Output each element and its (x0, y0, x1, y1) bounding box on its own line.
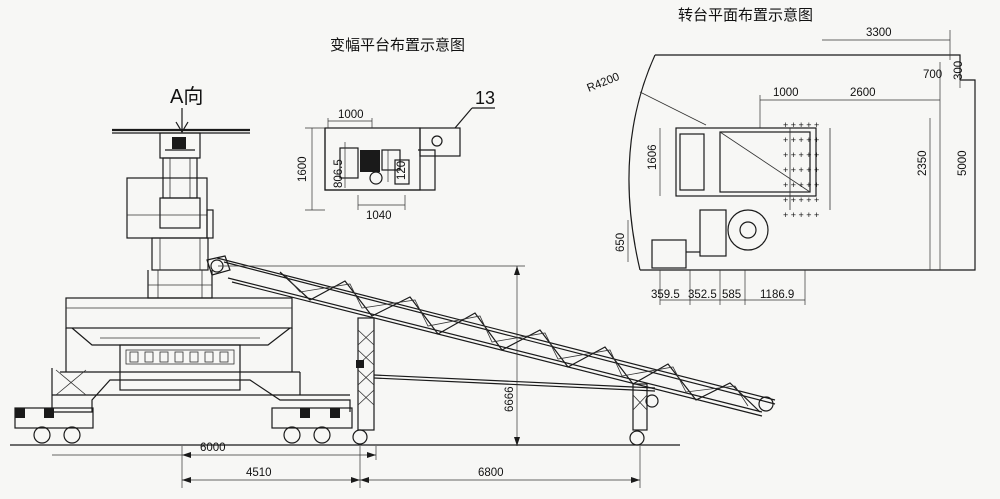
tt-dim-5000: 5000 (957, 150, 969, 176)
luffing-platform-drawing (305, 107, 495, 211)
lp-dim-1000: 1000 (338, 109, 364, 121)
lp-dim-1600: 1600 (297, 156, 309, 182)
conveyor-boom-truss (216, 257, 776, 417)
turntable-plan-title: 转台平面布置示意图 (678, 6, 813, 24)
svg-text:+ + + + +: + + + + + (783, 135, 819, 145)
svg-text:+ + + + +: + + + + + (783, 180, 819, 190)
side-view-dimensions (52, 265, 641, 488)
tt-dim-359-5: 359.5 (651, 289, 680, 301)
view-a-label: A向 (170, 85, 203, 108)
lp-dim-120: 120 (396, 161, 408, 180)
luffing-platform-title: 变幅平台布置示意图 (330, 36, 465, 54)
dim-6800: 6800 (478, 467, 504, 479)
tt-dim-2600: 2600 (850, 87, 876, 99)
tt-dim-1000: 1000 (773, 87, 799, 99)
tt-dim-650: 650 (615, 233, 627, 252)
lp-dim-806-5: 806.5 (333, 159, 345, 188)
boom-middle-support (352, 317, 656, 445)
lp-dim-1040: 1040 (366, 210, 392, 222)
tt-dim-1606: 1606 (647, 144, 659, 170)
boom-tail-support (629, 383, 659, 446)
svg-text:+ + + + +: + + + + + (783, 165, 819, 175)
svg-text:+ + + + +: + + + + + (783, 150, 819, 160)
dim-6000: 6000 (200, 442, 226, 454)
svg-text:+ + + + +: + + + + + (783, 210, 819, 220)
tt-dim-585: 585 (722, 289, 741, 301)
svg-text:+ + + + +: + + + + + (783, 120, 819, 130)
svg-text:+ + + + +: + + + + + (783, 195, 819, 205)
tt-dim-1186-9: 1186.9 (760, 289, 794, 301)
radius-r4200: R4200 (585, 71, 621, 95)
turntable-plan-drawing: + + + + + + + + + + + + + + + + + + + + … (627, 30, 976, 305)
tt-dim-700: 700 (923, 69, 942, 81)
part-13-label: 13 (475, 88, 495, 108)
crane-body-side-view (10, 128, 680, 446)
tt-dim-2350: 2350 (917, 150, 929, 176)
tt-dim-300: 300 (953, 61, 965, 80)
tt-dim-3300: 3300 (866, 27, 892, 39)
view-a-arrow (175, 108, 189, 134)
tt-dim-352-5: 352.5 (688, 289, 717, 301)
dim-4510: 4510 (246, 467, 272, 479)
dim-6666: 6666 (504, 386, 516, 412)
